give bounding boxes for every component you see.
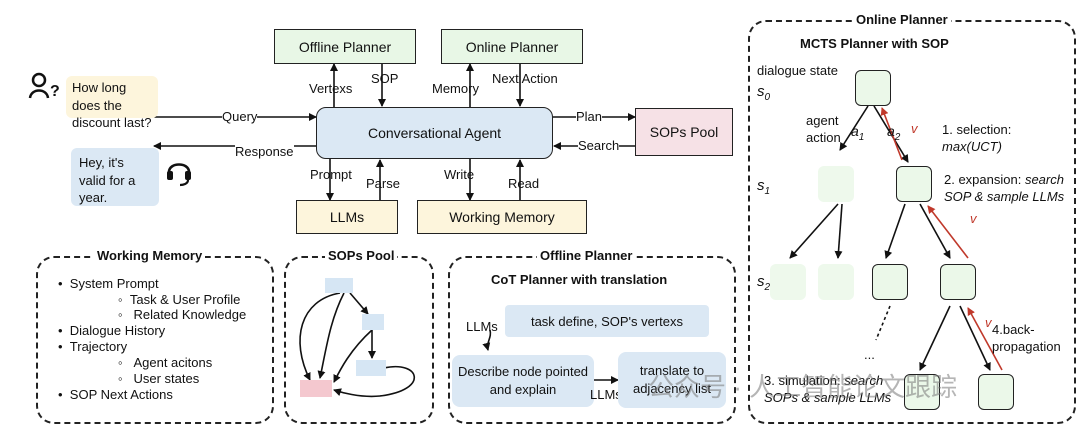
edge-write: Write [444,167,475,182]
tree-node-root [855,70,891,106]
step-selection: 1. selection: max(UCT) [942,122,1012,154]
wm-subitem: ◦ Related Knowledge [118,307,247,322]
state-s2: s2 [757,273,771,293]
working-memory-panel-title: Working Memory [94,248,206,263]
llms-box: LLMs [296,200,398,234]
describe-node-box: Describe node pointed and explain [452,355,594,407]
tree-node-expanded [896,166,932,202]
edge-sop: SOP [371,71,399,86]
tree-node [940,264,976,300]
wm-item: • SOP Next Actions [58,387,173,402]
edge-memory: Memory [432,81,479,96]
value-v-3: v [985,315,992,330]
task-define-box: task define, SOP's vertexs [505,305,709,337]
step-backpropagation: 4.back- propagation [992,322,1061,354]
tree-node-leaf [978,374,1014,410]
online-planner-box: Online Planner [441,29,583,64]
offline-planner-label: Offline Planner [298,38,392,55]
agent-action-label: agent action [806,113,841,145]
llms-label-1: LLMs [466,319,498,334]
tree-node-leaf [904,374,940,410]
conversational-agent-label: Conversational Agent [367,125,502,141]
edge-response: Response [235,144,294,159]
tree-ellipsis: ... [864,347,875,362]
edge-read: Read [508,176,540,191]
tree-node-ghost [818,264,854,300]
step-simulation: 3. simulation: search SOPs & sample LLMs [764,373,892,405]
offline-planner-box: Offline Planner [274,29,416,64]
wm-item: • System Prompt [58,276,159,291]
offline-planner-subtitle: CoT Planner with translation [491,272,668,287]
online-planner-label: Online Planner [465,38,559,55]
llms-label: LLMs [329,209,365,225]
online-planner-panel [748,20,1076,424]
value-v-2: v [970,211,977,226]
user-query-bubble: How long does the discount last? [66,76,158,130]
edge-parse: Parse [366,176,400,191]
translate-box: translate to adjacency list [618,352,726,408]
online-planner-panel-title: Online Planner [853,12,951,27]
state-s0: s0 [757,83,771,103]
agent-reply-text: Hey, it's valid for a year. [79,155,136,206]
edge-plan: Plan [576,109,603,124]
user-question-icon: ? [28,72,60,100]
watermark-text: 公众号 · 人工智能论文跟踪 [648,372,958,402]
sop-node [300,380,332,397]
conversational-agent-box: Conversational Agent [316,107,553,159]
headset-icon [167,163,191,187]
wm-subitem: ◦ Task & User Profile [118,292,241,307]
svg-text:?: ? [50,83,60,100]
edge-next-action: Next Action [492,71,558,86]
sops-pool-panel-title: SOPs Pool [325,248,398,263]
llms-label-2: LLMs [590,387,622,402]
step-expansion: 2. expansion: search SOP & sample LLMs [944,172,1065,204]
sops-pool-box: SOPs Pool [635,108,733,156]
wm-subitem: ◦ Agent acitons [118,355,213,370]
wm-subitem: ◦ User states [118,371,200,386]
working-memory-label: Working Memory [449,209,555,225]
dialogue-state-label: dialogue state [757,63,838,78]
sop-node [362,314,384,330]
mcts-subtitle: MCTS Planner with SOP [800,36,949,51]
sop-node [356,360,386,376]
tree-node-ghost [818,166,854,202]
sops-pool-panel [284,256,434,424]
wm-item: • Trajectory [58,339,128,354]
user-query-text: How long does the discount last? [72,80,152,131]
edge-search: Search [578,138,620,153]
sop-node [325,278,353,293]
value-v-1: v [911,121,918,136]
tree-node-ghost [770,264,806,300]
tree-node [872,264,908,300]
wm-item: • Dialogue History [58,323,166,338]
state-s1: s1 [757,177,771,197]
working-memory-box: Working Memory [417,200,587,234]
agent-reply-bubble: Hey, it's valid for a year. [71,148,159,206]
edge-vertexs: Vertexs [309,81,353,96]
action-a2: a2 [887,123,901,143]
edge-query: Query [222,109,258,124]
edge-prompt: Prompt [310,167,352,182]
action-a1: a1 [851,123,865,143]
offline-planner-panel-title: Offline Planner [537,248,636,263]
sops-pool-label: SOPs Pool [649,124,719,140]
